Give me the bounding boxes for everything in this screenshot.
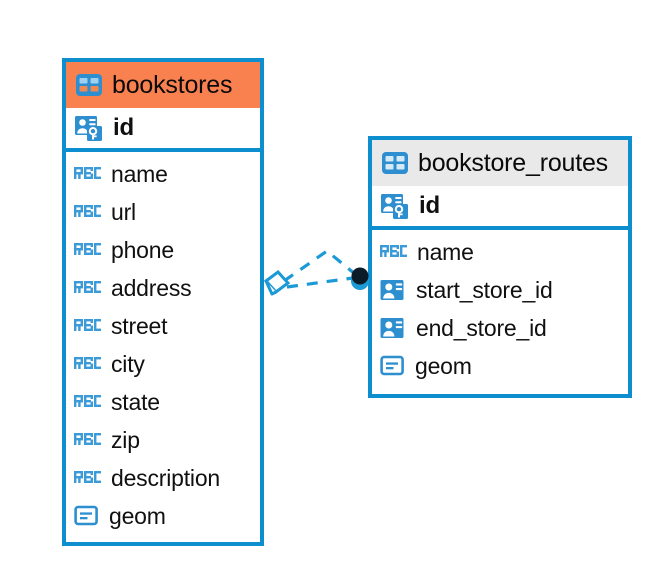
foreign-key-icon — [380, 278, 407, 302]
field-list-bookstore-routes: name start_store_id — [372, 230, 628, 385]
field-row-address[interactable]: address — [66, 269, 260, 307]
field-name: url — [111, 198, 136, 225]
field-name: end_store_id — [416, 314, 547, 341]
field-name: description — [111, 464, 221, 491]
entity-header-bookstore-routes[interactable]: bookstore_routes — [372, 140, 628, 186]
field-name: name — [111, 160, 168, 187]
field-name: id — [113, 114, 134, 141]
field-name: id — [419, 192, 440, 219]
field-name: start_store_id — [416, 276, 553, 303]
foreign-key-icon — [380, 316, 407, 340]
abc-text-icon — [74, 240, 102, 260]
abc-text-icon — [380, 242, 408, 262]
abc-text-icon — [74, 392, 102, 412]
field-row-street[interactable]: street — [66, 307, 260, 345]
field-name: phone — [111, 236, 174, 263]
table-icon — [382, 151, 408, 175]
relationship-line-start-store[interactable] — [283, 248, 357, 283]
field-name: city — [111, 350, 145, 377]
entity-title: bookstores — [112, 70, 233, 99]
field-row-primary-key[interactable]: id — [66, 108, 260, 152]
field-row-name[interactable]: name — [372, 233, 628, 271]
field-row-phone[interactable]: phone — [66, 231, 260, 269]
field-name: geom — [109, 502, 166, 529]
abc-text-icon — [74, 202, 102, 222]
field-row-primary-key[interactable]: id — [372, 186, 628, 230]
abc-text-icon — [74, 164, 102, 184]
field-row-city[interactable]: city — [66, 345, 260, 383]
entity-bookstore-routes[interactable]: bookstore_routes id — [368, 136, 632, 398]
field-row-end-store-id[interactable]: end_store_id — [372, 309, 628, 347]
geometry-icon — [74, 504, 100, 528]
field-row-name[interactable]: name — [66, 155, 260, 193]
field-row-zip[interactable]: zip — [66, 421, 260, 459]
entity-header-bookstores[interactable]: bookstores — [66, 62, 260, 108]
abc-text-icon — [74, 316, 102, 336]
abc-text-icon — [74, 354, 102, 374]
field-row-geom[interactable]: geom — [372, 347, 628, 385]
field-row-start-store-id[interactable]: start_store_id — [372, 271, 628, 309]
geometry-icon — [380, 354, 406, 378]
entity-bookstores[interactable]: bookstores id — [62, 58, 264, 546]
field-row-geom[interactable]: geom — [66, 497, 260, 535]
abc-text-icon — [74, 278, 102, 298]
field-row-state[interactable]: state — [66, 383, 260, 421]
primary-key-icon — [74, 114, 104, 142]
diamond-endpoint[interactable] — [263, 269, 291, 296]
field-list-bookstores: name — [66, 152, 260, 535]
field-name: address — [111, 274, 192, 301]
table-icon — [76, 73, 102, 97]
field-name: geom — [415, 352, 472, 379]
relationship-line-end-store[interactable] — [286, 276, 354, 289]
field-name: name — [417, 238, 474, 265]
field-name: street — [111, 312, 168, 339]
entity-title: bookstore_routes — [418, 148, 608, 177]
field-name: zip — [111, 426, 140, 453]
field-row-url[interactable]: url — [66, 193, 260, 231]
abc-text-icon — [74, 468, 102, 488]
abc-text-icon — [74, 430, 102, 450]
field-row-description[interactable]: description — [66, 459, 260, 497]
primary-key-icon — [380, 192, 410, 220]
field-name: state — [111, 388, 160, 415]
filled-circle-endpoint[interactable] — [351, 267, 369, 291]
